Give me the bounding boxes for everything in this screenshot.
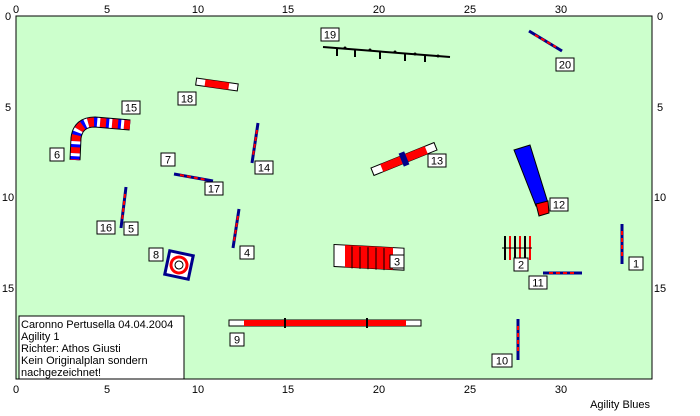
- svg-text:15: 15: [125, 103, 137, 115]
- x-tick-bottom-5: 5: [104, 384, 110, 396]
- svg-text:3: 3: [394, 257, 400, 269]
- y-tick-left-10: 10: [2, 192, 14, 204]
- label-1: 1: [628, 256, 644, 271]
- jump-18: [195, 77, 239, 92]
- label-5: 5: [123, 221, 139, 236]
- x-tick-top-15: 15: [282, 4, 294, 16]
- svg-text:4: 4: [244, 248, 250, 260]
- x-tick-bottom-20: 20: [373, 384, 385, 396]
- x-tick-bottom-0: 0: [13, 384, 19, 396]
- svg-text:17: 17: [208, 184, 220, 196]
- y-tick-right-0: 0: [657, 11, 663, 23]
- info-line-5: nachgezeichnet!: [21, 367, 101, 379]
- info-line-1: Caronno Pertusella 04.04.2004: [21, 319, 173, 331]
- label-9: 9: [229, 332, 245, 347]
- svg-text:5: 5: [128, 224, 134, 236]
- jump-14: [250, 122, 260, 164]
- svg-text:7: 7: [165, 155, 171, 167]
- jump-4: [231, 208, 241, 249]
- svg-text:1: 1: [633, 259, 639, 271]
- x-tick-top-0: 0: [13, 4, 19, 16]
- y-tick-left-5: 5: [5, 102, 11, 114]
- x-tick-top-5: 5: [104, 4, 110, 16]
- credit-text: Agility Blues: [590, 399, 650, 411]
- info-box: Caronno Pertusella 04.04.2004 Agility 1 …: [18, 315, 185, 380]
- number-labels: 19 20 18 15 6 7 13 14: [49, 27, 644, 368]
- label-16: 16: [96, 220, 116, 235]
- x-tick-bottom-30: 30: [555, 384, 567, 396]
- label-11: 11: [528, 275, 548, 290]
- tire-8: [162, 248, 196, 282]
- label-17: 17: [204, 181, 224, 196]
- label-14: 14: [254, 160, 274, 175]
- seesaw-13: [370, 141, 438, 177]
- wall-3: [333, 243, 405, 271]
- label-2: 2: [513, 257, 529, 272]
- label-20: 20: [555, 57, 575, 72]
- svg-text:8: 8: [153, 250, 159, 262]
- label-8: 8: [148, 247, 164, 262]
- x-tick-top-30: 30: [555, 4, 567, 16]
- svg-text:11: 11: [532, 278, 543, 290]
- svg-text:12: 12: [553, 200, 565, 212]
- label-19: 19: [320, 27, 340, 42]
- info-line-3: Richter: Athos Giusti: [21, 343, 121, 355]
- y-tick-left-0: 0: [5, 11, 11, 23]
- tunnel-15-6: [69, 116, 131, 161]
- chute-12: [513, 144, 550, 217]
- info-line-2: Agility 1: [21, 331, 60, 343]
- label-13: 13: [427, 153, 447, 168]
- y-tick-left-15: 15: [2, 283, 14, 295]
- svg-text:2: 2: [518, 260, 524, 272]
- x-tick-top-25: 25: [464, 4, 476, 16]
- y-tick-right-5: 5: [657, 102, 663, 114]
- axis-left: 0 5 10 15: [2, 11, 14, 295]
- x-tick-bottom-15: 15: [282, 384, 294, 396]
- x-tick-bottom-10: 10: [192, 384, 204, 396]
- label-15: 15: [121, 100, 141, 115]
- label-10: 10: [491, 353, 513, 368]
- axis-top: 0 5 10 15 20 25 30: [13, 4, 567, 16]
- y-tick-right-10: 10: [654, 192, 666, 204]
- axis-right: 0 5 10 15: [654, 11, 666, 295]
- svg-text:19: 19: [324, 30, 336, 42]
- x-tick-top-20: 20: [373, 4, 385, 16]
- jump-16-5: [119, 186, 128, 229]
- x-tick-bottom-25: 25: [464, 384, 476, 396]
- tire-wall-2: [502, 236, 532, 260]
- y-tick-right-15: 15: [654, 283, 666, 295]
- axis-bottom: 0 5 10 15 20 25 30: [13, 384, 567, 396]
- label-18: 18: [177, 91, 197, 106]
- label-6: 6: [49, 147, 65, 162]
- svg-text:18: 18: [181, 94, 193, 106]
- jump-20: [528, 29, 563, 53]
- label-12: 12: [549, 197, 569, 212]
- info-line-4: Kein Originalplan sondern: [21, 355, 148, 367]
- svg-text:16: 16: [100, 223, 112, 235]
- svg-text:10: 10: [496, 356, 508, 368]
- svg-text:9: 9: [234, 335, 240, 347]
- label-3: 3: [389, 254, 405, 269]
- label-4: 4: [239, 245, 255, 260]
- svg-text:13: 13: [431, 156, 443, 168]
- svg-text:20: 20: [559, 60, 571, 72]
- long-jump-19: [322, 46, 451, 62]
- svg-text:14: 14: [258, 163, 270, 175]
- jump-7-17: [173, 172, 214, 183]
- label-7: 7: [160, 152, 176, 167]
- dogwalk-9: [228, 318, 422, 328]
- svg-text:6: 6: [54, 150, 60, 162]
- x-tick-top-10: 10: [192, 4, 204, 16]
